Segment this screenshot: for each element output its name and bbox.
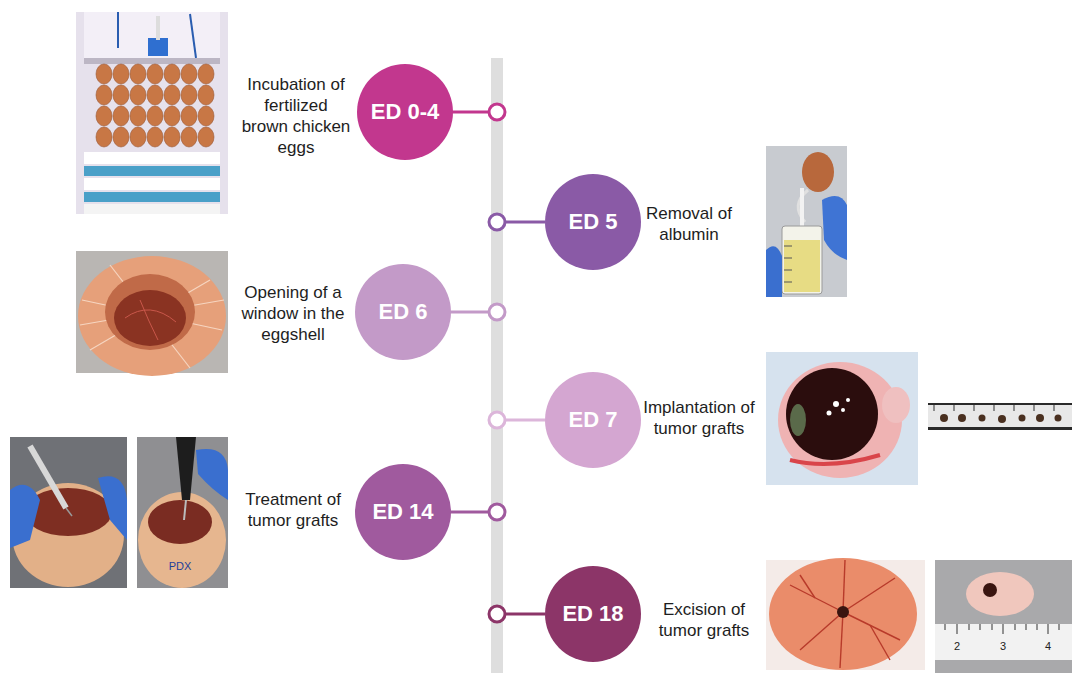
windowed-egg-photo xyxy=(76,251,228,376)
step-description: Excision of tumor grafts xyxy=(649,599,759,641)
egg-marking: PDX xyxy=(169,559,192,573)
treatment-photo-pipette xyxy=(137,437,228,588)
step-label: ED 5 xyxy=(569,209,618,235)
step-description: Removal of albumin xyxy=(643,203,735,245)
step-description: Incubation of fertilized brown chicken e… xyxy=(240,74,352,158)
step-label: ED 6 xyxy=(379,299,428,325)
step-circle: ED 7 xyxy=(545,372,641,468)
excised-graft-photo xyxy=(935,560,1072,673)
timeline-markers xyxy=(450,104,545,622)
ruler-number: 3 xyxy=(1000,639,1006,653)
step-label: ED 18 xyxy=(562,601,623,627)
ruler-number: 2 xyxy=(954,639,960,653)
tumor-graft-photo xyxy=(766,352,918,485)
step-description: Treatment of tumor grafts xyxy=(233,489,353,531)
step-description: Opening of a window in the eggshell xyxy=(233,282,353,345)
step-circle: ED 5 xyxy=(545,174,641,270)
step-circle: ED 14 xyxy=(355,464,451,560)
cam-photo xyxy=(766,558,925,670)
step-description: Implantation of tumor grafts xyxy=(639,397,759,439)
treatment-photo-syringe xyxy=(10,437,127,588)
step-label: ED 14 xyxy=(372,499,433,525)
step-label: ED 7 xyxy=(569,407,618,433)
step-label: ED 0-4 xyxy=(371,99,439,125)
ruler-number: 4 xyxy=(1045,639,1051,653)
timeline-bar xyxy=(491,58,503,673)
step-circle: ED 0-4 xyxy=(357,64,453,160)
graft-pieces-ruler xyxy=(928,403,1072,430)
incubator-photo xyxy=(76,12,228,214)
syringe-photo xyxy=(766,146,847,297)
step-circle: ED 6 xyxy=(355,264,451,360)
step-circle: ED 18 xyxy=(545,566,641,662)
